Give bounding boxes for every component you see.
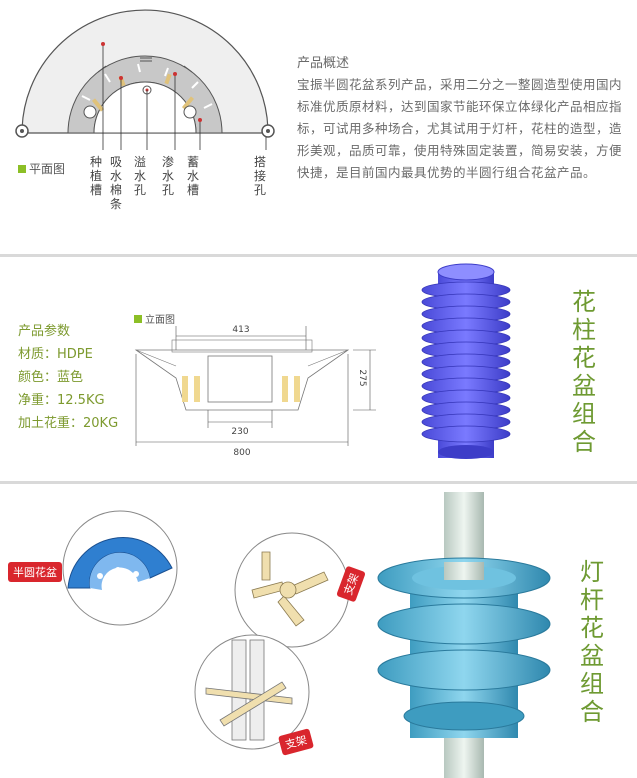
elevation-diagram: 413 275 230 800 bbox=[134, 325, 376, 458]
dim-total-800: 800 bbox=[233, 448, 250, 458]
dim-height-275: 275 bbox=[357, 369, 367, 386]
legend-square-icon bbox=[18, 165, 26, 173]
callout-overflow-hole: 溢水孔 bbox=[133, 155, 146, 197]
tag-half-pot: 半圆花盆 bbox=[8, 562, 62, 582]
callout-planting-groove: 种植槽 bbox=[89, 155, 102, 197]
bracket-circle-b bbox=[194, 634, 310, 750]
legend-square-icon bbox=[134, 315, 142, 323]
section-divider bbox=[0, 481, 637, 484]
param-soil-weight: 加土花重：20KG bbox=[18, 416, 119, 431]
params-block: 产品参数 材质：HDPE 颜色：蓝色 净重：12.5KG 加土花重：20KG bbox=[18, 320, 118, 435]
param-color: 颜色：蓝色 bbox=[18, 370, 84, 385]
dim-inner-230: 230 bbox=[231, 427, 248, 437]
callout-seepage-hole: 渗水孔 bbox=[161, 155, 174, 197]
lamp-post-image bbox=[377, 492, 551, 778]
intro-body: 宝振半圆花盆系列产品，采用二分之一整圆造型使用国内标准优质原材料，达到国家节能环… bbox=[297, 77, 623, 180]
half-pot-circle bbox=[62, 510, 178, 626]
callout-joint-hole: 搭接孔 bbox=[253, 155, 266, 197]
plan-view-diagram bbox=[15, 9, 275, 150]
dim-top-413: 413 bbox=[232, 325, 249, 335]
plan-view-label: 平面图 bbox=[18, 160, 65, 177]
param-material: 材质：HDPE bbox=[18, 347, 93, 362]
callout-reservoir: 蓄水槽 bbox=[186, 155, 199, 197]
params-title: 产品参数 bbox=[18, 324, 71, 339]
param-net-weight: 净重：12.5KG bbox=[18, 393, 105, 408]
flower-column-image bbox=[421, 263, 511, 459]
callout-wick-strip: 吸水棉条 bbox=[109, 155, 122, 211]
intro-title: 产品概述 bbox=[297, 56, 350, 71]
combo2-title: 灯杆花盆组合 bbox=[580, 558, 604, 726]
combo1-title: 花柱花盆组合 bbox=[572, 288, 596, 456]
elevation-label: 立面图 bbox=[134, 311, 175, 326]
bracket-circle-a bbox=[234, 532, 350, 648]
section-divider bbox=[0, 254, 637, 257]
